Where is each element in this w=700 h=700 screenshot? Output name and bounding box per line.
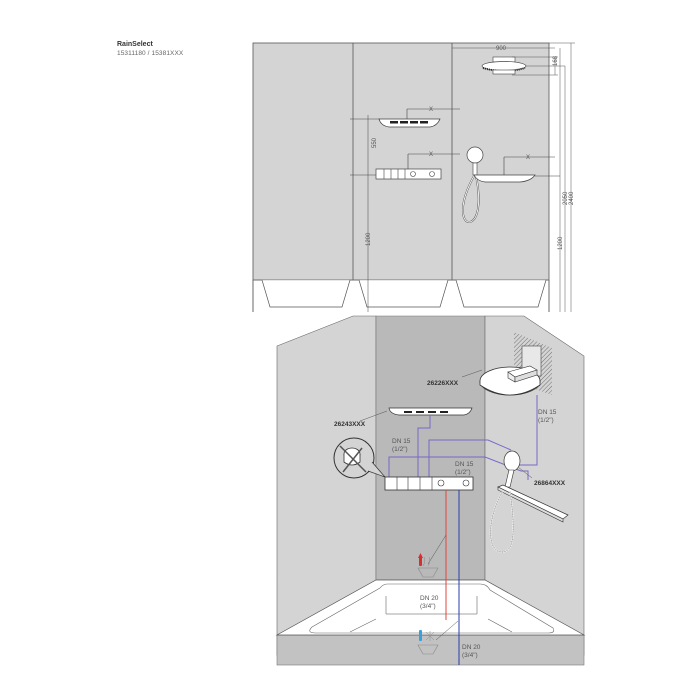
pipe-label-overhead-inch: (1/2") — [538, 417, 554, 424]
thermostat-elevation — [375, 168, 442, 180]
tub-apron — [276, 634, 585, 666]
pipe-label-hot-supply-inch: (3/4") — [420, 603, 436, 610]
overhead-shower-iso — [479, 365, 541, 396]
right-wall — [484, 315, 585, 656]
hot-water-icon — [417, 553, 439, 578]
thermostat-iso — [384, 476, 474, 491]
dim-168: 168 — [553, 55, 559, 66]
connection-detail-magnifier — [333, 437, 387, 479]
dim-2400: 2400 — [569, 191, 575, 205]
pipe-label-shelf-inch: (1/2") — [392, 446, 408, 453]
label-26226: 26226XXX — [427, 380, 459, 387]
pipe-label-thermo: DN 15 — [455, 461, 474, 468]
dim-2050: 2050 — [563, 191, 569, 205]
pipe-label-shelf: DN 15 — [392, 438, 411, 445]
product-codes: 15311180 / 15381XXX — [117, 50, 184, 57]
product-title: RainSelect — [117, 41, 153, 48]
bathtub-profiles — [253, 279, 549, 308]
cold-water-icon — [417, 630, 439, 655]
pipe-label-overhead: DN 15 — [538, 409, 557, 416]
pipe-label-cold-supply: DN 20 — [462, 644, 481, 651]
shelf-elevation — [378, 118, 441, 128]
supply-pipes — [388, 395, 538, 480]
dim-900: 900 — [496, 46, 507, 52]
label-26243: 26243XXX — [334, 421, 366, 428]
pipe-label-cold-supply-inch: (3/4") — [462, 652, 478, 659]
dim-550: 550 — [372, 137, 378, 148]
shelf-iso — [388, 407, 473, 416]
dim-1200-thermostat: 1200 — [366, 232, 372, 246]
dim-1200-handshower: 1200 — [558, 236, 564, 250]
pipe-label-thermo-inch: (1/2") — [455, 469, 471, 476]
handshower-elevation — [461, 146, 536, 223]
dim-x-handshower: X — [526, 155, 530, 161]
dim-x-shelf: X — [429, 107, 433, 113]
elevation-wall — [252, 42, 550, 281]
dim-x-thermostat: X — [429, 152, 433, 158]
pipe-label-hot-supply: DN 20 — [420, 595, 439, 602]
handshower-iso — [489, 450, 569, 553]
label-26864: 26864XXX — [534, 480, 566, 487]
